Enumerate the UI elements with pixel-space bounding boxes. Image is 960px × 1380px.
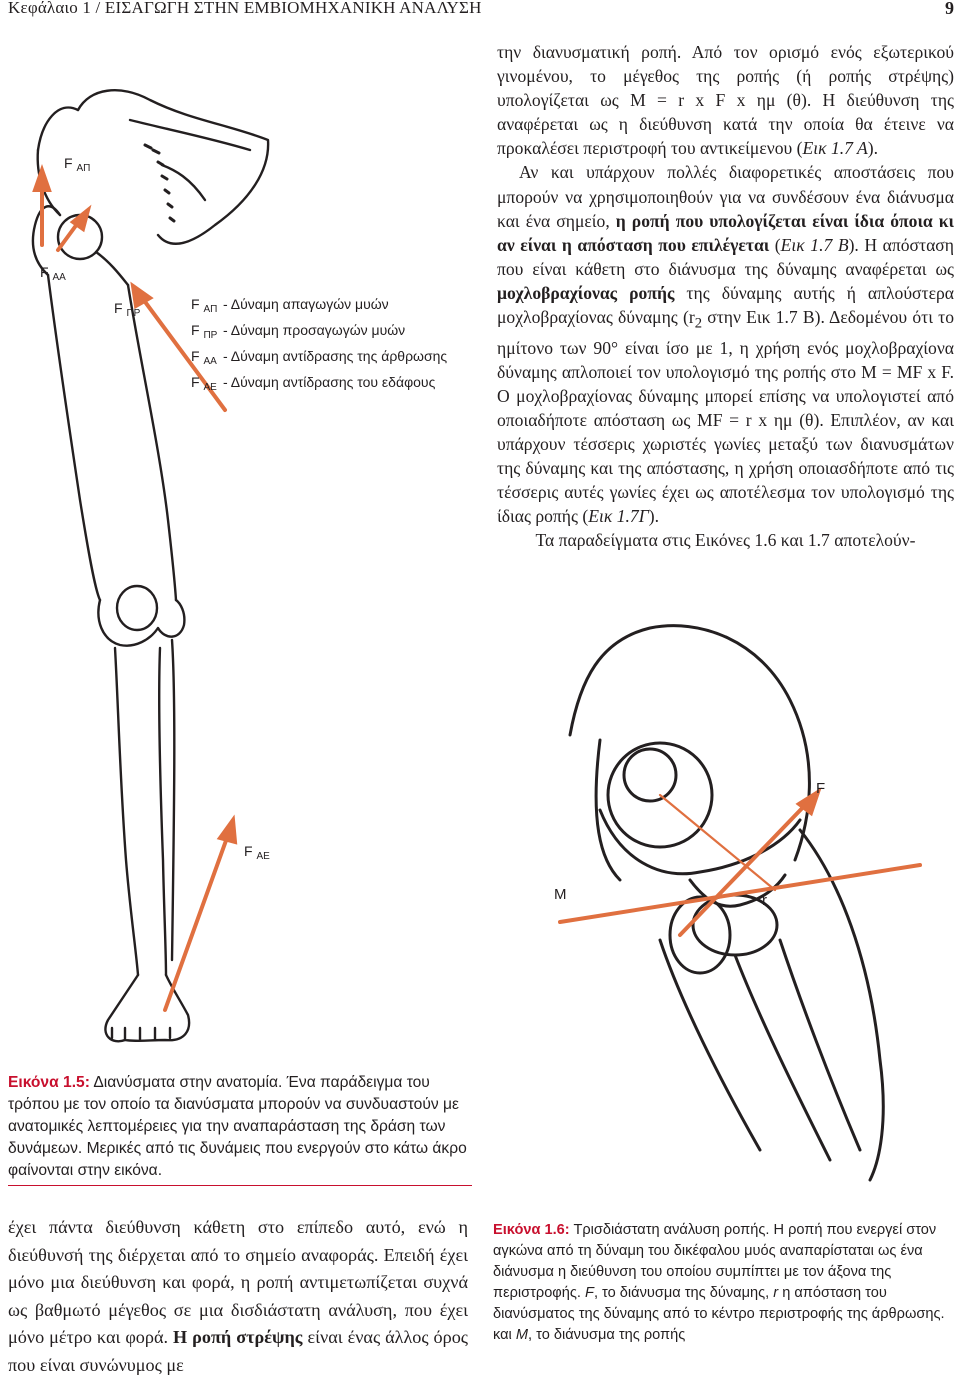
f-aa-label: F ΑΑ <box>40 264 66 283</box>
f-ap-arrowhead <box>32 163 52 192</box>
running-header: Κεφάλαιο 1 / ΕΙΣΑΓΩΓΗ ΣΤΗΝ ΕΜΒΙΟΜΗΧΑΝΙΚΗ… <box>8 0 482 17</box>
legend-row-f-ae: F ΑΕ- Δύναμη αντίδρασης του εδάφους <box>191 374 436 393</box>
f-pr-arrowhead <box>130 281 154 310</box>
paragraph-1: την διανυσματική ροπή. Από τον ορισμό εν… <box>497 42 954 159</box>
f-ap-label: F ΑΠ <box>64 155 91 174</box>
body-text-right-column: την διανυσματική ροπή. Από τον ορισμό εν… <box>497 40 954 552</box>
f-vector <box>678 798 812 937</box>
legend-row-f-aa: F ΑΑ- Δύναμη αντίδρασης της άρθρωσης <box>191 348 448 367</box>
legend-row-f-pr: F ΠΡ- Δύναμη προσαγωγών μυών <box>191 322 406 341</box>
figure-1-5-label: Εικόνα 1.5: <box>8 1074 90 1091</box>
f-pr-label: F ΠΡ <box>114 300 141 319</box>
force-vectors <box>32 163 922 1012</box>
m-label: M <box>554 886 567 903</box>
page-number: 9 <box>945 0 954 18</box>
figure-1-6-caption: Εικόνα 1.6: Τρισδιάστατη ανάλυση ροπής. … <box>493 1222 945 1343</box>
legend-row-f-ap: F ΑΠ- Δύναμη απαγωγών μυών <box>191 296 389 315</box>
r-label: r <box>762 892 767 909</box>
paragraph-3: Τα παραδείγματα στις Εικόνες 1.6 και 1.7… <box>535 530 916 551</box>
f-ae-arrowhead <box>216 814 238 845</box>
elbow-joint-drawing <box>568 624 885 1182</box>
f-arrowhead <box>795 787 822 817</box>
paragraph-2: Αν και υπάρχουν πολλές διαφορετικές αποσ… <box>497 162 955 527</box>
figure-1-6-label: Εικόνα 1.6: <box>493 1222 570 1238</box>
r-line <box>658 793 777 892</box>
body-text-bottom-left: έχει πάντα διεύθυνση κάθετη στο επίπεδο … <box>8 1217 468 1375</box>
lower-limb-skeleton-drawing <box>31 89 270 1043</box>
f-label: F <box>816 780 826 797</box>
f-pr-vector <box>138 293 227 412</box>
figure-1-5-caption: Εικόνα 1.5: Διανύσματα στην ανατομία. Έν… <box>8 1074 467 1179</box>
f-aa-arrowhead <box>69 204 92 233</box>
caption-divider <box>8 1185 472 1186</box>
force-legend: F ΑΠ- Δύναμη απαγωγών μυών F ΠΡ- Δύναμη … <box>191 294 447 398</box>
f-ae-label: F ΑΕ <box>244 843 270 862</box>
f-ae-vector <box>163 833 230 1012</box>
m-vector <box>558 863 922 924</box>
